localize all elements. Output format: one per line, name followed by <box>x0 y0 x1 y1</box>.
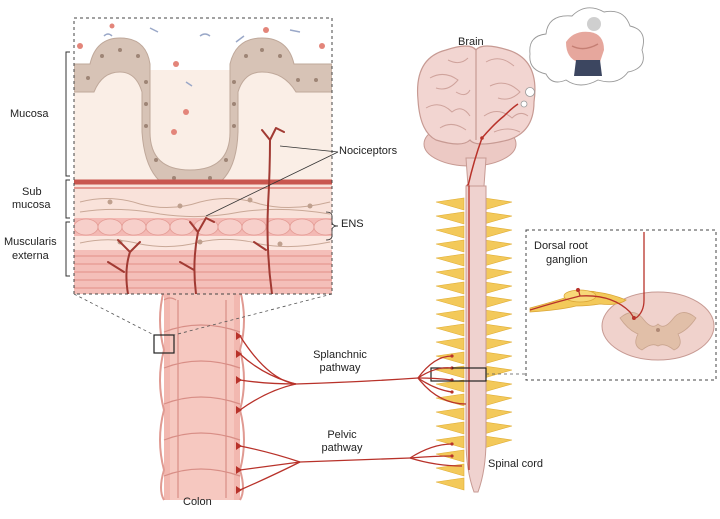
label-mucosa: Mucosa <box>10 108 49 120</box>
label-muscularis-line2: externa <box>12 250 49 262</box>
person-in-pain-icon <box>566 17 604 76</box>
zoom-guides <box>73 293 333 336</box>
pelvic-nerves <box>239 443 463 491</box>
label-pelvic-line2: pathway <box>321 442 363 454</box>
label-colon: Colon <box>183 496 212 508</box>
label-pelvic-line1: Pelvic <box>327 429 357 441</box>
gut-wall-inset <box>74 18 332 294</box>
label-dorsal-root-line2: ganglion <box>546 254 588 266</box>
inset-frame <box>73 17 333 295</box>
splanchnic-nerves <box>239 335 467 411</box>
label-splanchnic-line2: pathway <box>319 362 361 374</box>
spinal-cord-highlight-box <box>430 367 487 382</box>
layer-brackets <box>65 51 70 277</box>
spinal-cross-section <box>601 291 715 361</box>
label-submucosa-line1: Sub <box>22 186 42 198</box>
sympathetic-ganglia <box>435 197 513 491</box>
colon <box>159 289 245 501</box>
label-muscularis-line1: Muscularis <box>4 236 57 248</box>
label-brain: Brain <box>458 36 484 48</box>
spinal-cord <box>465 185 487 493</box>
label-dorsal-root-line1: Dorsal root <box>534 240 588 252</box>
label-submucosa-line2: mucosa <box>12 199 51 211</box>
label-nociceptors: Nociceptors <box>339 145 398 157</box>
label-spinal-cord: Spinal cord <box>488 458 544 470</box>
label-pointers <box>205 145 339 241</box>
nociceptor-fibres <box>107 127 285 294</box>
label-ens: ENS <box>341 218 364 230</box>
brain <box>416 45 536 188</box>
colon-highlight-box <box>153 334 175 354</box>
label-splanchnic-line1: Splanchnic <box>313 349 367 361</box>
